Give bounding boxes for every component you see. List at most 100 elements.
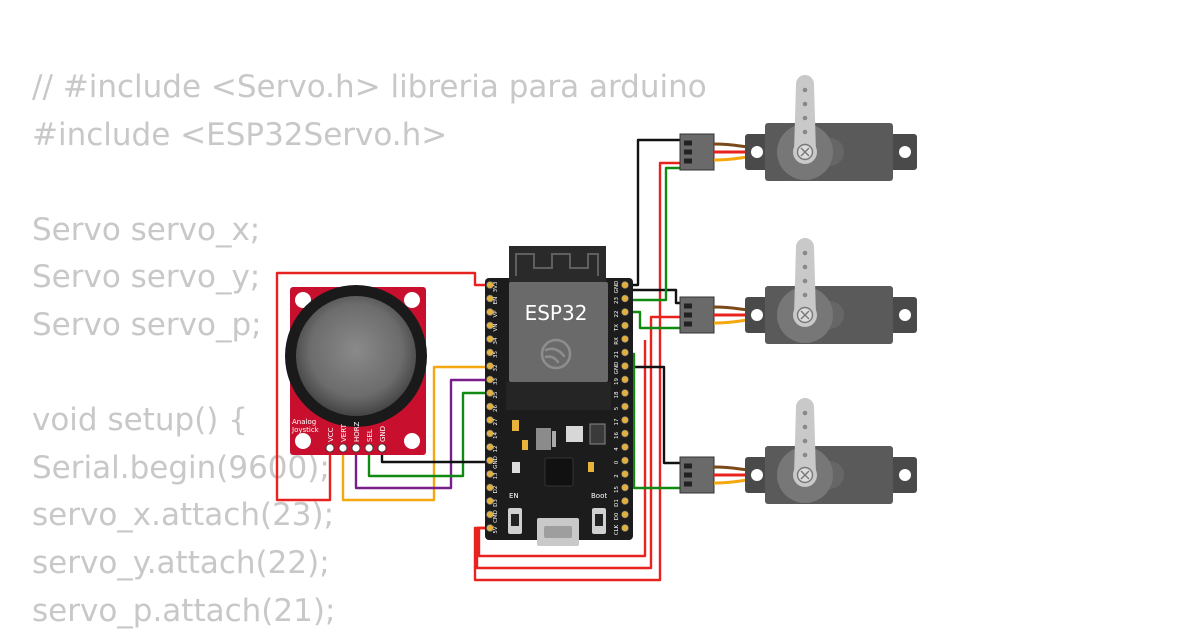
servo-horn[interactable] <box>794 398 816 475</box>
esp32-pin[interactable] <box>486 470 494 478</box>
esp32-pin[interactable] <box>486 308 494 316</box>
esp32-pin-label: GND <box>493 456 499 469</box>
esp32-pin[interactable] <box>486 362 494 370</box>
boot-button-cap <box>595 514 603 526</box>
servo-horn-hole <box>802 115 808 121</box>
esp32-pin[interactable] <box>621 456 629 465</box>
wire-gnd-servo3 <box>625 365 680 465</box>
esp32-pin-label: D1 <box>614 499 620 507</box>
joystick-pin[interactable] <box>325 443 335 453</box>
esp32-pin[interactable] <box>621 281 629 289</box>
wire-sel <box>367 391 490 478</box>
esp32-pin-label: TX <box>614 324 620 332</box>
esp32-pin[interactable] <box>486 456 494 465</box>
esp32-pin[interactable] <box>621 308 629 316</box>
wire-signal-servo3 <box>625 352 680 490</box>
esp32-pin[interactable] <box>486 402 494 411</box>
esp32-pin[interactable] <box>486 416 494 424</box>
esp32-pin[interactable] <box>486 389 494 397</box>
joystick-mount-hole <box>295 292 311 308</box>
esp32-pin-label: 16 <box>614 432 620 439</box>
servo-mount-hole <box>899 146 911 158</box>
servo-horn[interactable] <box>794 75 816 152</box>
esp32-pin-label: 2 <box>614 474 620 478</box>
esp32-pin-label: RX <box>614 337 620 345</box>
esp32-pin[interactable] <box>621 443 629 451</box>
joystick-pin-label: VCC <box>327 427 335 442</box>
esp32-pin[interactable] <box>486 321 494 330</box>
code-line: Serial.begin(9600); <box>32 449 330 486</box>
esp32-pin[interactable] <box>621 429 629 438</box>
esp32-pin-label: GND <box>614 281 620 294</box>
servo-motor <box>679 238 917 344</box>
joystick-knob[interactable] <box>296 296 416 416</box>
esp32-pin[interactable] <box>621 348 629 357</box>
boot-button-label: Boot <box>591 492 607 500</box>
servo-mount-hole <box>899 469 911 481</box>
joystick-pin-label: GND <box>379 426 387 442</box>
esp32-pin[interactable] <box>621 524 629 532</box>
joystick-pin-label: HORZ <box>353 421 361 442</box>
esp32-pin[interactable] <box>621 375 629 384</box>
esp32-pin[interactable] <box>621 335 629 343</box>
joystick-mount-hole <box>295 433 311 449</box>
esp32-pin-label: D2 <box>493 486 499 494</box>
servo-horn-hole <box>802 129 808 135</box>
esp32-pin[interactable] <box>621 402 629 411</box>
servo-screw-slot <box>800 310 810 320</box>
esp32-pin[interactable] <box>486 429 494 438</box>
joystick-pin[interactable] <box>338 443 348 453</box>
esp32-pin[interactable] <box>486 510 494 519</box>
code-line: servo_x.attach(23); <box>32 497 335 534</box>
esp32-pin[interactable] <box>621 510 629 519</box>
esp32-pin-label: VP <box>493 310 499 318</box>
esp32-pin[interactable] <box>486 375 494 384</box>
esp32-pin[interactable] <box>486 335 494 343</box>
esp32-pin-label: 22 <box>614 311 620 318</box>
esp32-pin[interactable] <box>621 497 629 505</box>
code-overlay: // #include <Servo.h> libreria para ardu… <box>32 64 707 635</box>
esp32-pin-label: 12 <box>493 446 499 453</box>
esp32-board: ESP32 EN Boot 3V3ENVPVN34353233252627141… <box>485 246 633 546</box>
esp32-module-base <box>506 382 611 410</box>
esp32-pin-label: 5V <box>493 526 499 533</box>
esp32-pin[interactable] <box>621 483 629 492</box>
esp32-pin[interactable] <box>486 483 494 492</box>
smd-component <box>566 426 583 442</box>
servo-horn[interactable] <box>794 238 816 315</box>
esp32-pin[interactable] <box>621 362 629 370</box>
esp32-pin[interactable] <box>486 281 494 289</box>
esp32-pin-label: 21 <box>614 351 620 358</box>
joystick-pin[interactable] <box>351 443 361 453</box>
servo-group <box>679 75 917 504</box>
esp32-pin[interactable] <box>486 524 494 532</box>
esp32-pin[interactable] <box>486 294 494 303</box>
esp32-pin[interactable] <box>621 294 629 303</box>
esp32-pin[interactable] <box>486 348 494 357</box>
servo-horn-hole <box>802 438 808 444</box>
joystick-pin[interactable] <box>364 443 374 453</box>
esp32-pin-label: 5 <box>614 406 620 410</box>
servo-mount-hole <box>751 146 763 158</box>
connector-pin <box>684 321 692 327</box>
esp32-pin[interactable] <box>621 416 629 424</box>
connector-pin <box>684 149 692 155</box>
esp32-pin-label: 32 <box>493 365 499 372</box>
connector-pin <box>684 158 692 164</box>
esp32-pin[interactable] <box>621 470 629 478</box>
joystick-mount-hole <box>404 433 420 449</box>
esp32-pin[interactable] <box>621 321 629 330</box>
esp32-pin-label: D0 <box>614 512 620 520</box>
esp32-pin-label: CLK <box>614 524 620 535</box>
esp32-pin-label: 0 <box>614 460 620 464</box>
esp32-pin[interactable] <box>486 497 494 505</box>
esp32-pin-label: 23 <box>614 297 620 304</box>
esp32-pin-label: 4 <box>614 447 620 451</box>
esp32-pin[interactable] <box>621 389 629 397</box>
joystick-pin-label: SEL <box>366 429 374 442</box>
joystick-pin[interactable] <box>377 443 387 453</box>
esp32-pin[interactable] <box>486 443 494 451</box>
wire-vcc-3v3 <box>275 271 490 502</box>
connector-pin <box>684 140 692 146</box>
